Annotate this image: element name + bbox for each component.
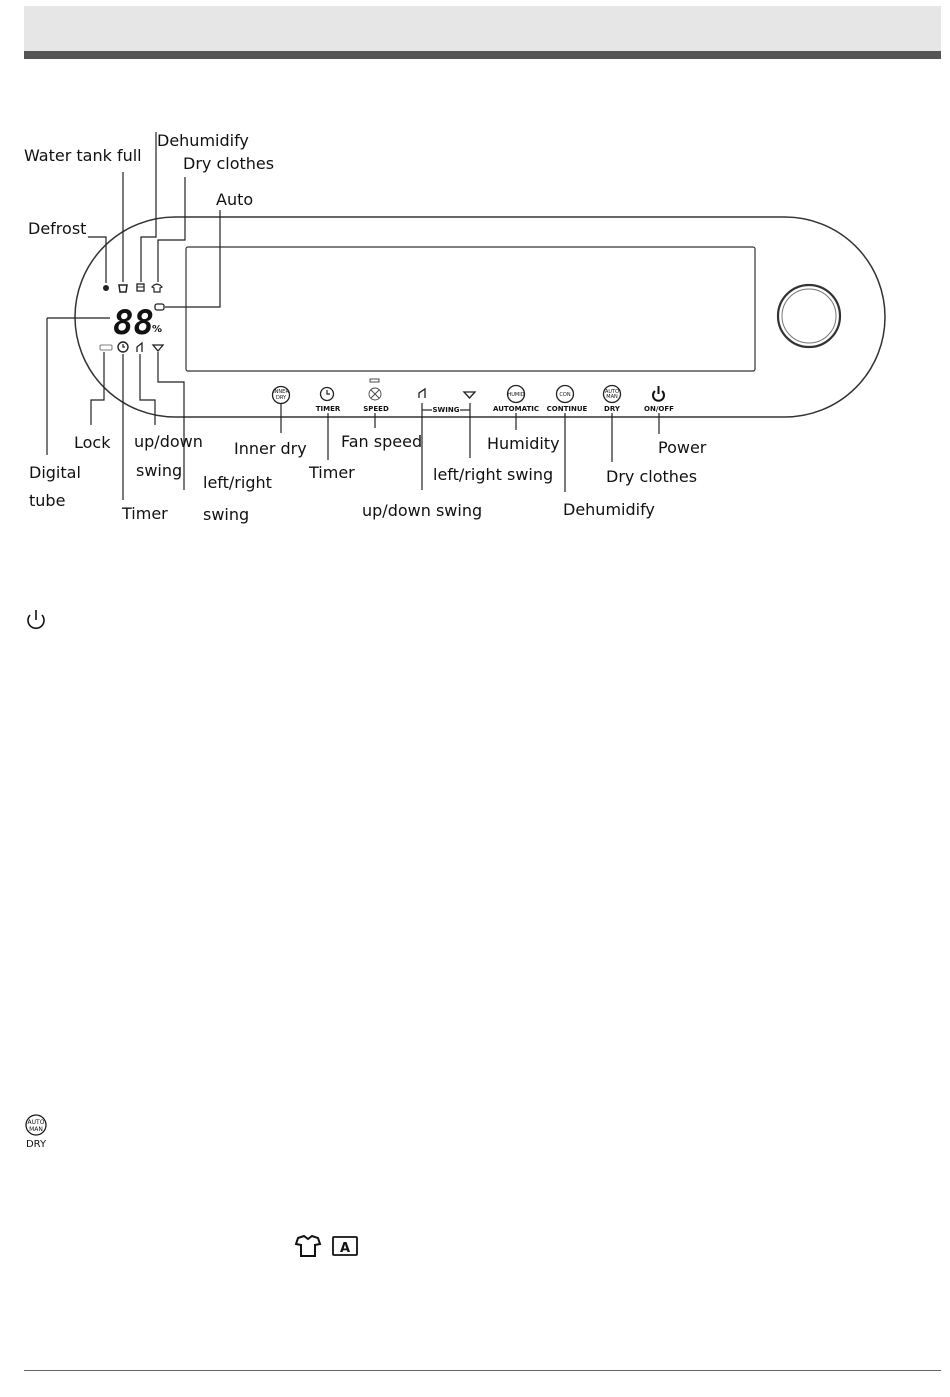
label-digital-tube-2: tube	[29, 491, 65, 510]
fan-speed-button[interactable]: SPEED	[363, 379, 389, 413]
label-leftright-swing-1: left/right	[203, 473, 272, 492]
timer-button[interactable]: TIMER	[316, 388, 341, 414]
svg-text:AUTO: AUTO	[28, 1119, 45, 1126]
svg-text:HUMID: HUMID	[507, 392, 524, 398]
svg-text:SPEED: SPEED	[363, 405, 389, 413]
defrost-indicator-icon	[103, 285, 109, 291]
label-power: Power	[658, 438, 707, 457]
display-window	[186, 247, 755, 371]
svg-text:AUTOMATIC: AUTOMATIC	[493, 405, 539, 413]
power-button[interactable]: ON/OFF	[644, 386, 674, 413]
label-auto: Auto	[216, 190, 253, 209]
auto-mode-icon: A	[333, 1237, 357, 1256]
label-leftright-swing-button: left/right swing	[433, 465, 553, 484]
svg-text:CON: CON	[559, 392, 570, 398]
label-dehumidify-indicator: Dehumidify	[157, 131, 249, 150]
label-fan-speed: Fan speed	[341, 432, 422, 451]
percent-sign: %	[152, 324, 162, 335]
digital-tube-digits: 88	[113, 303, 154, 343]
dry-clothes-button[interactable]: AUTO MAN DRY	[604, 386, 621, 414]
label-timer-button: Timer	[308, 463, 355, 482]
leftright-swing-indicator-icon	[153, 345, 163, 351]
humidity-button[interactable]: HUMID AUTOMATIC	[493, 386, 539, 414]
swing-buttons[interactable]: SWING	[419, 389, 475, 414]
leftright-swing-icon	[464, 392, 475, 398]
label-timer-indicator: Timer	[121, 504, 168, 523]
svg-text:DRY: DRY	[26, 1139, 47, 1150]
power-icon	[24, 607, 48, 633]
speed-bar-icon	[370, 379, 379, 382]
svg-text:DRY: DRY	[276, 395, 287, 401]
shirt-icon	[296, 1236, 320, 1256]
label-water-tank-full: Water tank full	[24, 146, 142, 165]
label-updown-swing-2: swing	[136, 461, 182, 480]
knob	[778, 285, 840, 347]
svg-text:MAN: MAN	[29, 1126, 43, 1133]
label-updown-swing-1: up/down	[134, 432, 203, 451]
water-tank-indicator-icon	[119, 285, 127, 292]
label-dry-clothes-button: Dry clothes	[606, 467, 697, 486]
label-defrost: Defrost	[28, 219, 86, 238]
footer-rule	[24, 1370, 941, 1371]
label-dehumidify-button: Dehumidify	[563, 500, 655, 519]
svg-text:CONTINUE: CONTINUE	[547, 405, 588, 413]
lock-indicator-icon	[100, 345, 112, 350]
label-leftright-swing-2: swing	[203, 505, 249, 524]
svg-text:MAN: MAN	[606, 394, 618, 400]
svg-text:SWING: SWING	[433, 406, 460, 414]
label-lock: Lock	[74, 433, 111, 452]
svg-text:A: A	[340, 1241, 350, 1256]
inner-dry-button[interactable]: INNER DRY	[273, 387, 290, 404]
svg-text:TIMER: TIMER	[316, 405, 341, 413]
dry-clothes-indicator-icon	[152, 284, 162, 292]
label-humidity: Humidity	[487, 434, 560, 453]
label-inner-dry: Inner dry	[234, 439, 307, 458]
dry-clothes-auto-icons: A	[295, 1233, 363, 1261]
updown-swing-icon	[419, 389, 425, 398]
label-digital-tube-1: Digital	[29, 463, 81, 482]
auto-man-dry-icon: AUTO MAN DRY	[24, 1114, 50, 1152]
updown-swing-indicator-icon	[137, 343, 142, 352]
svg-text:ON/OFF: ON/OFF	[644, 405, 674, 413]
label-updown-swing-button: up/down swing	[362, 501, 482, 520]
auto-indicator-icon	[155, 304, 164, 310]
svg-text:DRY: DRY	[604, 405, 621, 413]
label-dry-clothes-indicator: Dry clothes	[183, 154, 274, 173]
dehumidify-button[interactable]: CON CONTINUE	[547, 386, 588, 414]
knob-inner	[782, 289, 836, 343]
